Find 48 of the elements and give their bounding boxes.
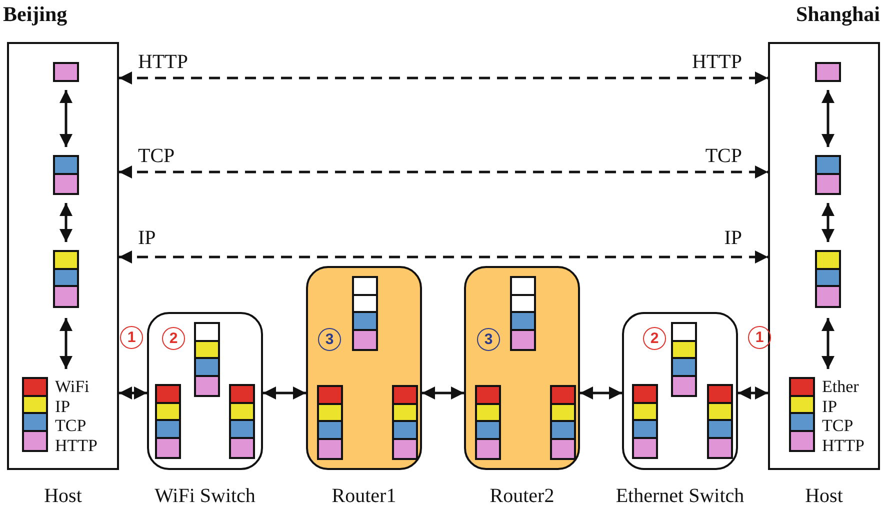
dashed-arrow [119, 72, 768, 84]
protocol-stack [815, 155, 841, 195]
arrow [580, 386, 622, 400]
arrow [422, 386, 464, 400]
device-caption: WiFi Switch [154, 485, 256, 508]
arrow [822, 318, 834, 369]
city-heading: Beijing [3, 2, 68, 27]
arrow [738, 386, 768, 400]
layer-label: HTTP [55, 436, 98, 455]
step-number: 2 [162, 327, 185, 350]
protocol-label: IP [724, 226, 742, 250]
dashed-arrow [119, 166, 768, 178]
device-caption: Router1 [332, 485, 396, 508]
protocol-label: IP [138, 226, 156, 250]
device-caption: Ethernet Switch [616, 485, 744, 508]
protocol-stack [815, 250, 841, 310]
protocol-label: HTTP [138, 50, 188, 74]
layer-label: IP [55, 396, 72, 416]
arrow [60, 90, 72, 147]
device-caption: Host [805, 485, 843, 508]
step-number: 3 [318, 328, 341, 351]
protocol-label: TCP [138, 144, 175, 168]
arrow [60, 203, 72, 242]
device-caption: Host [44, 485, 82, 508]
arrow [60, 318, 72, 369]
protocol-label: TCP [705, 144, 742, 168]
dashed-arrow [119, 250, 768, 264]
layer-label: Ether [822, 377, 860, 396]
protocol-stack [53, 62, 79, 82]
layer-label: WiFi [55, 377, 90, 396]
layer-label: IP [822, 396, 838, 416]
protocol-label: HTTP [692, 50, 742, 74]
protocol-stack [53, 155, 79, 195]
layer-label: TCP [55, 416, 88, 436]
layer-label: HTTP [822, 436, 864, 455]
step-number: 1 [748, 326, 771, 349]
arrow [263, 386, 306, 400]
step-number: 2 [643, 327, 666, 350]
arrow [822, 90, 834, 147]
protocol-stack [53, 250, 79, 310]
protocol-stack [815, 62, 841, 82]
arrow [822, 203, 834, 242]
step-number: 1 [120, 326, 143, 349]
device-caption: Router2 [490, 485, 554, 508]
city-heading: Shanghai [796, 2, 880, 27]
step-number: 3 [477, 328, 500, 351]
layer-label: TCP [822, 416, 854, 436]
arrow [119, 386, 147, 400]
